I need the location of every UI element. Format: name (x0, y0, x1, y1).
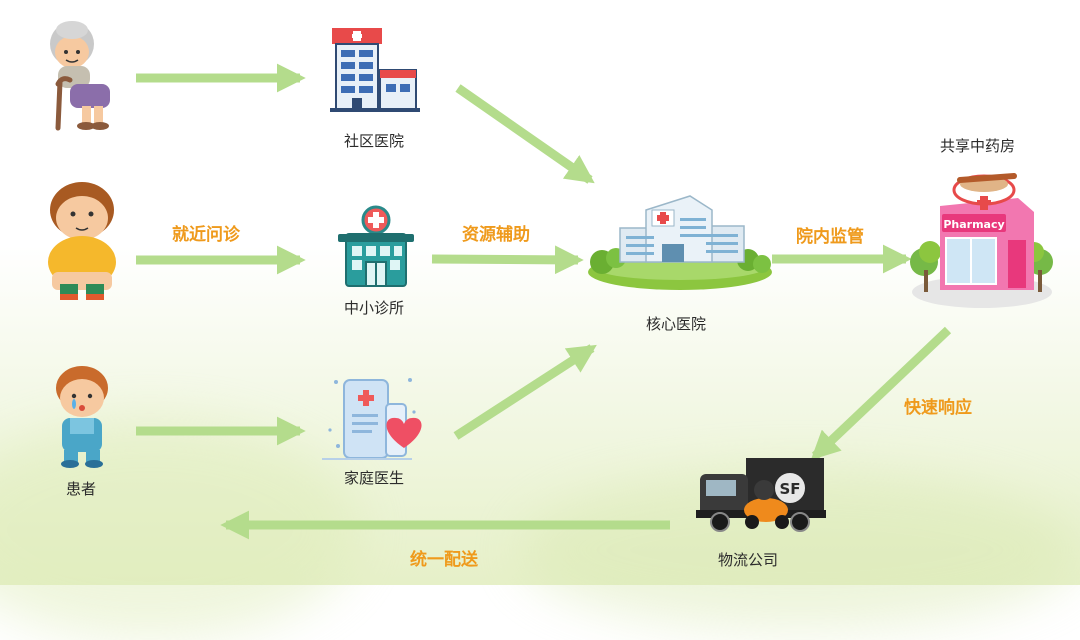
core-hospital-icon (588, 195, 772, 290)
child-patient-icon (56, 366, 108, 468)
elderly-woman-icon (50, 21, 110, 131)
family-doctor-icon (322, 378, 422, 460)
edge-label-unified-delivery: 统一配送 (410, 550, 478, 570)
adult-patient-icon (48, 182, 116, 300)
logistics-label: 物流公司 (718, 551, 779, 569)
shared-pharmacy-label: 共享中药房 (940, 137, 1016, 155)
logistics-truck-icon: SF (696, 458, 826, 532)
edge-label-hospital-supervision: 院内监管 (796, 227, 864, 247)
pharmacy-sign-text: Pharmacy (943, 218, 1004, 231)
shared-pharmacy-icon: Pharmacy (910, 173, 1053, 308)
edge-label-resource-assist: 资源辅助 (462, 225, 530, 245)
core-hospital-label: 核心医院 (646, 315, 707, 333)
small-clinic-icon (338, 205, 414, 287)
family-doctor-label: 家庭医生 (344, 469, 405, 487)
arrow-community-to-core (455, 84, 595, 184)
community-hospital-label: 社区医院 (344, 132, 405, 150)
arrow-pharmacy-to-logistics (810, 326, 952, 460)
truck-logo-text: SF (779, 480, 800, 498)
edge-label-fast-response: 快速响应 (904, 398, 972, 418)
patient-label: 患者 (66, 480, 97, 498)
arrow-clinic-to-core (431, 245, 584, 275)
arrow-family-to-core (453, 344, 597, 440)
small-clinic-label: 中小诊所 (344, 299, 405, 317)
flow-diagram: Pharmacy SF (48, 21, 1053, 540)
edge-label-nearby-consult: 就近问诊 (172, 225, 240, 245)
community-hospital-icon (330, 28, 420, 112)
